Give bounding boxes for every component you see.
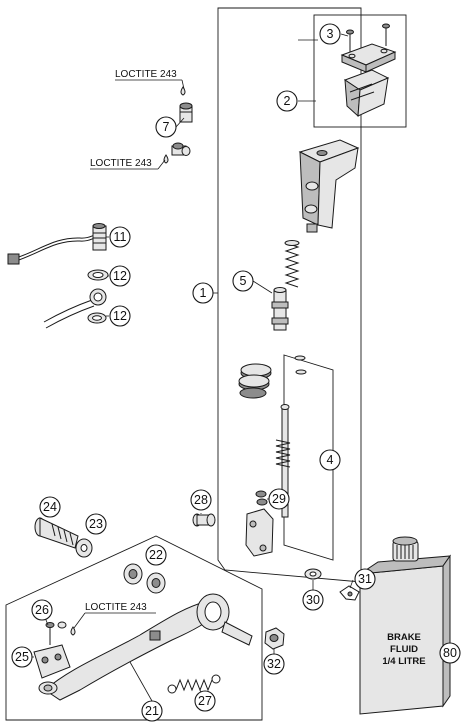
foot-brake-lever [44,593,253,701]
pedal-adjuster-bracket [33,644,71,679]
callout-28: 28 [190,489,212,511]
piston-spring [284,240,300,288]
bolt-7-lower [171,142,191,156]
callout-21-label: 21 [145,704,159,718]
callout-22-label: 22 [149,548,163,562]
washer-12-upper [87,269,109,281]
washer-30 [304,568,322,580]
loctite-note-2: LOCTITE 243 [90,158,152,169]
callout-4: 4 [319,449,341,471]
master-cylinder-body [298,139,360,233]
nut-32 [264,627,285,650]
clevis-fork [245,508,274,557]
return-spring [167,674,221,694]
callout-29-label: 29 [272,492,286,506]
pedal-foot-peg [38,681,58,695]
callout-31-label: 31 [358,572,372,586]
callout-80-label: 80 [443,646,457,660]
callout-27: 27 [194,690,216,712]
piston-seals [238,363,272,399]
cap-screws [346,23,390,52]
push-rod [275,404,291,518]
callout-12-upper-label: 12 [113,269,127,283]
bushings-22 [123,563,166,594]
brake-fluid-bottle [359,536,452,715]
callout-2: 2 [276,90,298,112]
callout-25: 25 [11,646,33,668]
brake-light-switch-cable [7,228,105,265]
clevis-bolt [192,513,216,527]
callout-5: 5 [232,270,254,292]
piston [271,287,289,331]
callout-12-lower: 12 [109,305,131,327]
loctite-note-1: LOCTITE 243 [115,69,177,80]
callout-11-label: 11 [114,230,127,244]
callout-7: 7 [155,116,177,138]
callout-2-label: 2 [284,94,291,108]
washer-23 [75,538,93,558]
bottle-label-line-3: 1/4 LITRE [382,656,425,667]
callout-26-label: 26 [35,603,49,617]
callout-32-label: 32 [267,657,281,671]
loctite-drop-1 [180,86,186,96]
callout-24: 24 [39,496,61,518]
bottle-label-line-2: FLUID [390,644,418,655]
callout-1-label: 1 [200,286,207,300]
reservoir-bellows [343,69,390,118]
reservoir-subassembly-frame [313,14,407,128]
callout-12-lower-label: 12 [113,309,127,323]
callout-24-label: 24 [43,500,57,514]
callout-1: 1 [192,282,214,304]
callout-22: 22 [145,544,167,566]
washer-12-lower [87,312,107,324]
callout-27-label: 27 [198,694,212,708]
callout-26: 26 [31,599,53,621]
reservoir-cap [340,43,397,73]
loctite-drop-3 [70,626,76,636]
callout-5-label: 5 [240,274,247,288]
push-rod-locknut [255,490,268,506]
loctite-drop-2 [163,154,169,164]
master-cylinder-assembly-frame [217,7,362,583]
callout-21: 21 [141,700,163,722]
callout-28-label: 28 [194,493,208,507]
callout-30-label: 30 [306,593,320,607]
callout-29: 29 [268,488,290,510]
loctite-note-3: LOCTITE 243 [85,602,147,613]
callout-30: 30 [302,589,324,611]
callout-11: 11 [109,226,131,248]
pedal-assembly-frame [5,535,263,721]
callout-12-upper: 12 [109,265,131,287]
brake-light-switch [92,223,107,251]
callout-4-label: 4 [327,453,334,467]
callout-80: 80 [439,642,461,664]
pivot-bolt [34,517,79,549]
push-rod-small-parts [294,355,307,375]
retaining-clip [339,585,360,601]
callout-23-label: 23 [89,517,103,531]
callout-7-label: 7 [163,120,170,134]
callout-3: 3 [319,23,341,45]
callout-3-label: 3 [327,27,334,41]
callout-23: 23 [85,513,107,535]
pedal-adjuster-screw [45,621,67,645]
bottle-label-line-1: BRAKE [387,632,421,643]
callout-25-label: 25 [15,650,29,664]
callout-32: 32 [263,653,285,675]
brake-hose [43,288,107,329]
callout-31: 31 [354,568,376,590]
bolt-7-upper [179,102,193,123]
